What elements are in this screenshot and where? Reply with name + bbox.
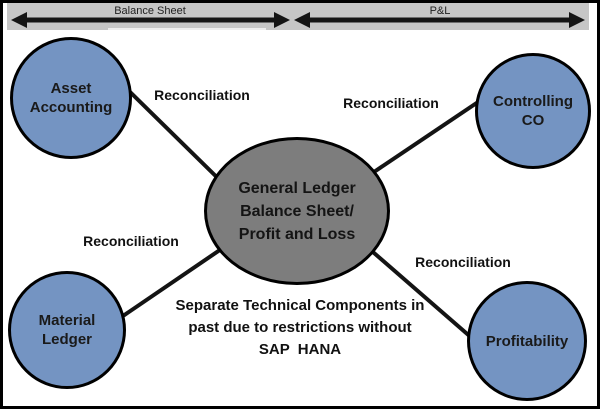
node-profitability: Profitability xyxy=(467,281,587,401)
node-label-line: Profitability xyxy=(485,332,569,350)
balance-sheet-arrow-label: Balance Sheet xyxy=(114,5,186,17)
label-reconciliation-bottom-left: Reconciliation xyxy=(83,233,179,249)
node-label-line: Asset xyxy=(50,80,92,97)
center-label-line: Profit and Loss xyxy=(238,225,356,243)
label-reconciliation-bottom-right: Reconciliation xyxy=(415,254,511,270)
node-label-line: Material xyxy=(38,312,96,329)
connector-material-to-center xyxy=(118,237,238,320)
node-label-line: Accounting xyxy=(29,99,113,116)
label-reconciliation-top-left: Reconciliation xyxy=(154,87,250,103)
center-label-line: General Ledger xyxy=(238,179,356,197)
label-reconciliation-top-right: Reconciliation xyxy=(343,95,439,111)
pl-arrow xyxy=(294,12,585,28)
connector-profitability-to-center xyxy=(364,244,475,341)
note-line: SAP HANA xyxy=(258,341,342,358)
node-general-ledger: General Ledger Balance Sheet/ Profit and… xyxy=(204,137,390,285)
pl-arrow-label: P&L xyxy=(429,5,451,17)
note-text: Separate Technical Components in past du… xyxy=(176,295,425,361)
node-label-line: Ledger xyxy=(41,331,92,348)
node-label-line: CO xyxy=(521,112,545,129)
node-material-ledger: Material Ledger xyxy=(8,271,126,389)
node-asset-accounting: Asset Accounting xyxy=(10,37,132,159)
node-label-line: Controlling xyxy=(493,93,573,110)
connector-controlling-to-center xyxy=(366,94,489,178)
node-controlling-co: Controlling CO xyxy=(475,53,591,169)
balance-sheet-arrow xyxy=(11,12,290,30)
note-line: past due to restrictions without xyxy=(188,319,412,336)
note-line: Separate Technical Components in xyxy=(175,297,425,314)
balance-sheet-pl-banner xyxy=(7,3,589,30)
center-label-line: Balance Sheet/ xyxy=(240,202,354,220)
